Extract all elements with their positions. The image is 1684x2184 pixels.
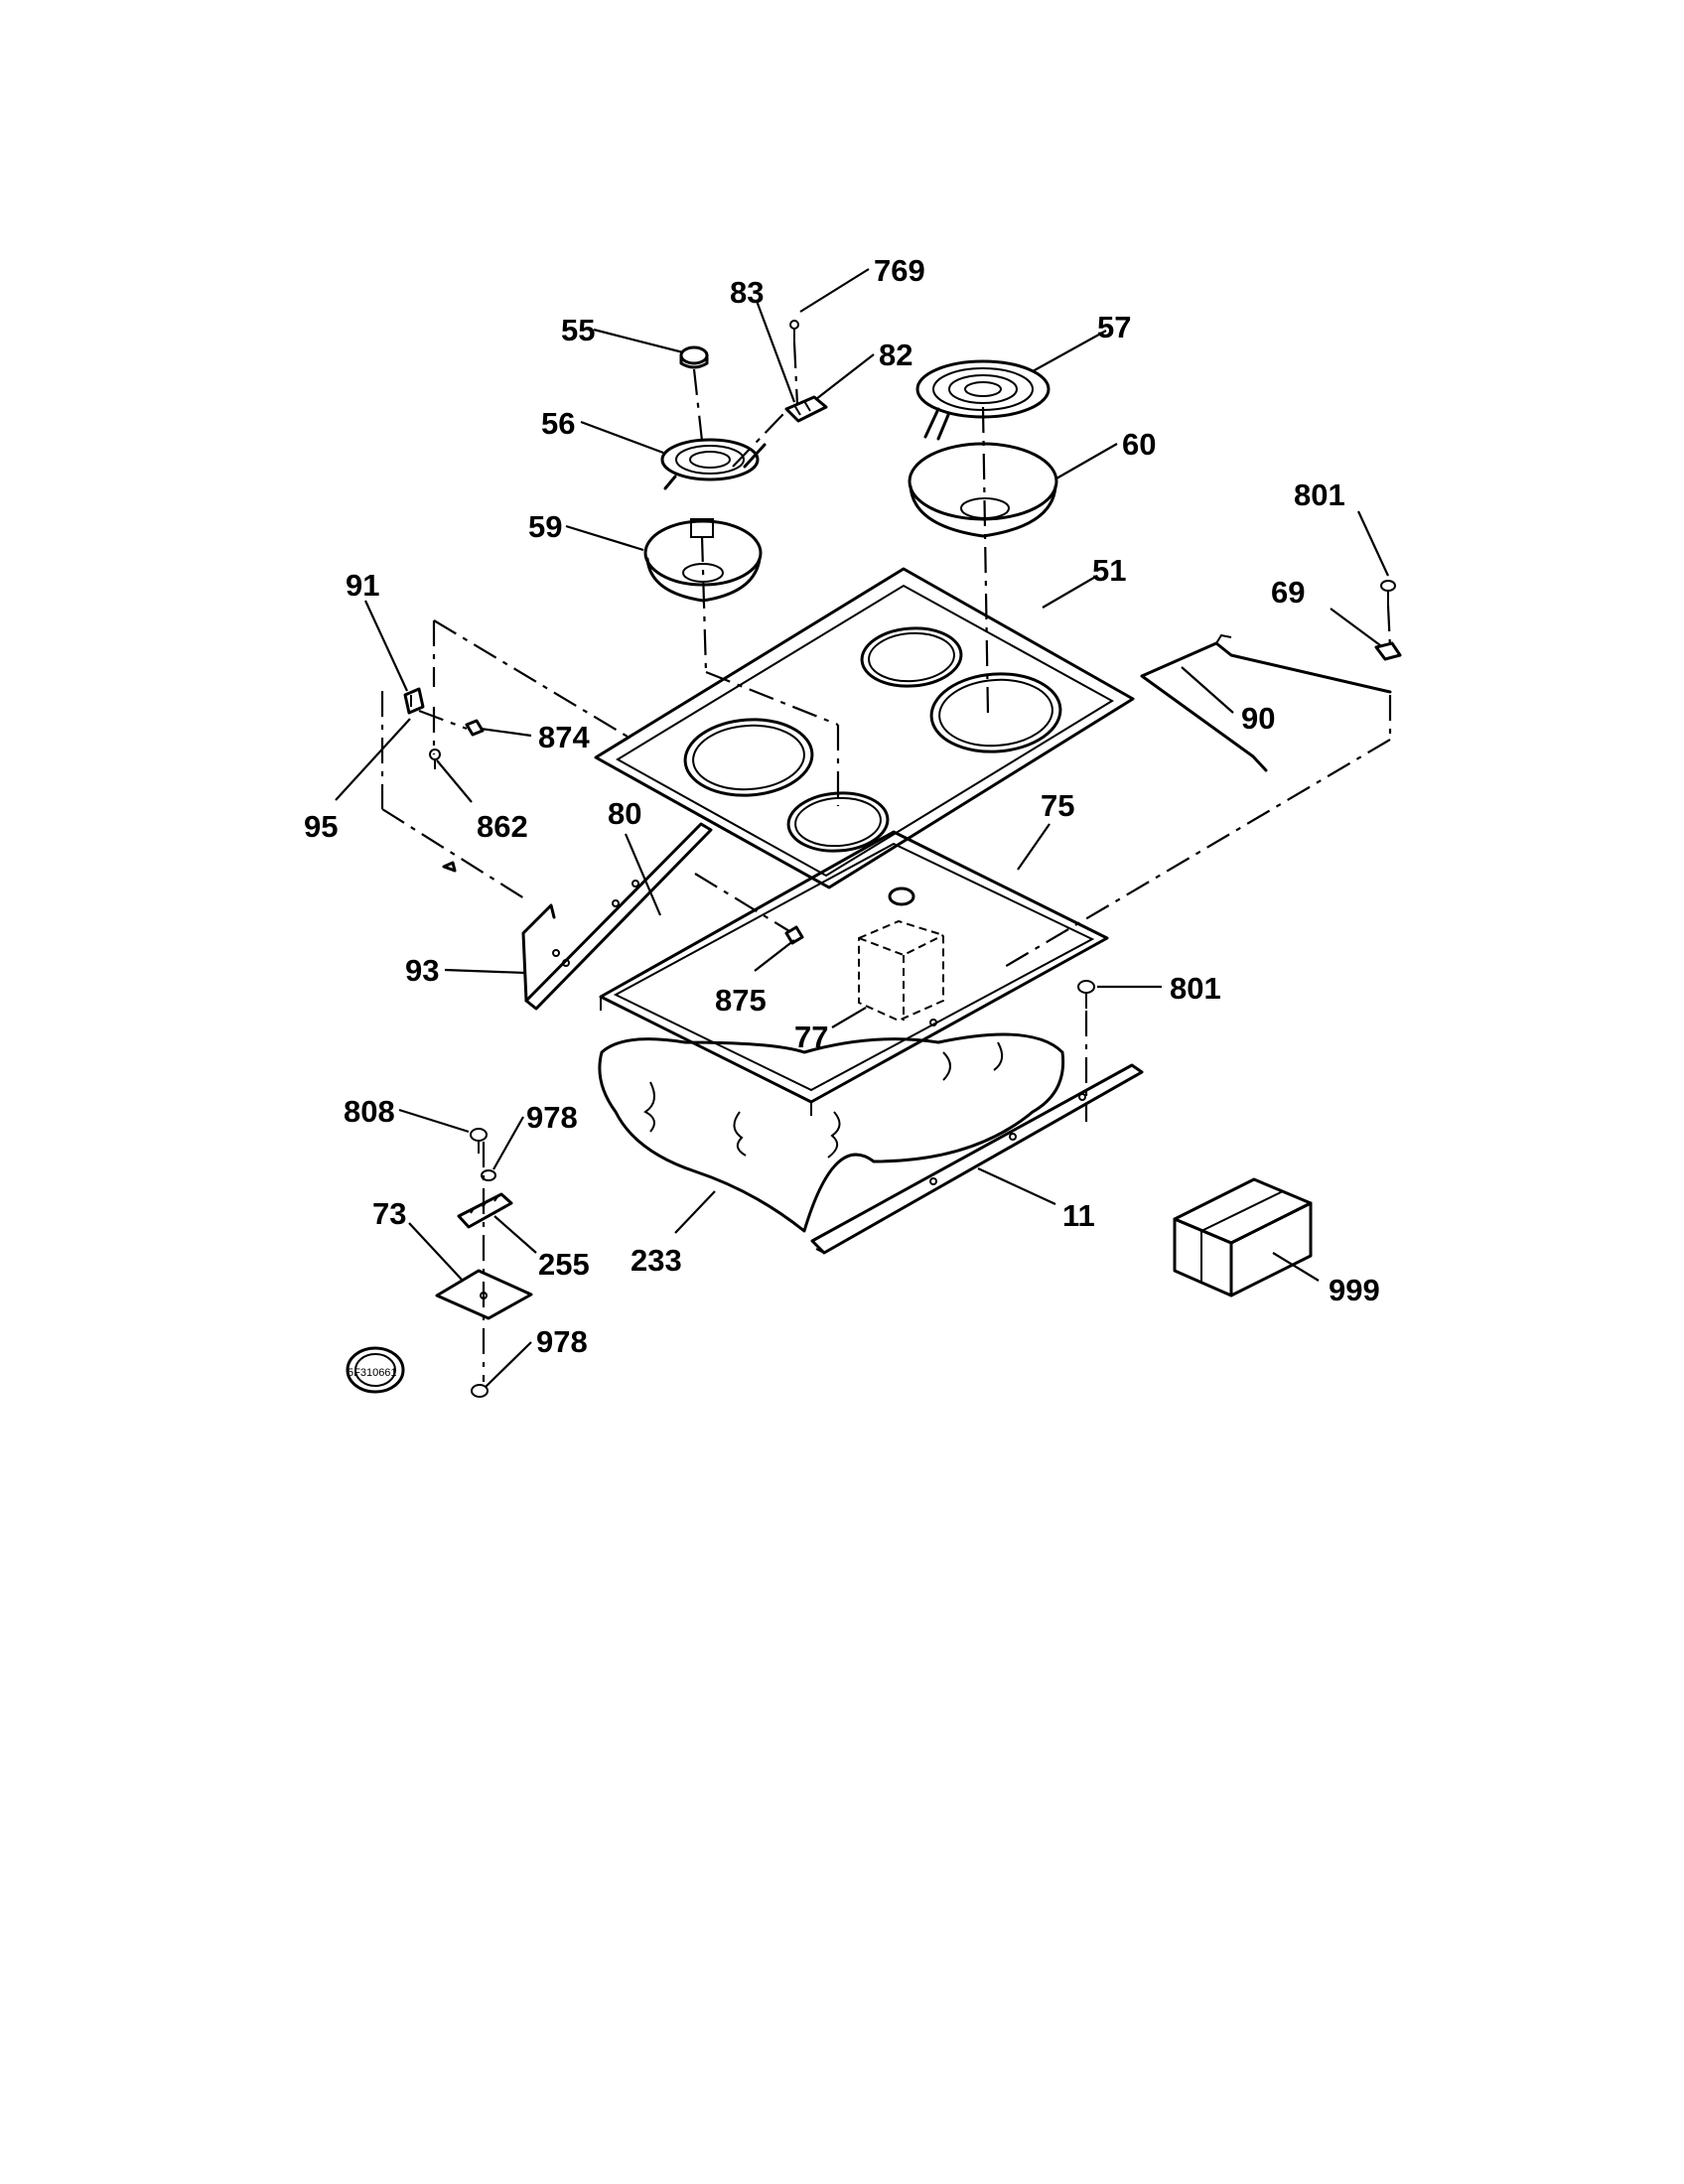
callout-978-top: 978 [526,1100,578,1135]
callout-999: 999 [1329,1273,1380,1307]
callout-60: 60 [1122,427,1156,462]
terminal-block-255 [457,1192,513,1229]
callout-82: 82 [879,338,912,372]
callout-69: 69 [1271,575,1305,610]
front-trim-11 [810,1063,1144,1255]
callout-233: 233 [631,1243,682,1278]
figure-stamp: 5F310661 [346,1346,405,1394]
washer-978-top [481,1169,496,1181]
callout-801-top: 801 [1294,478,1345,512]
callout-11: 11 [1062,1198,1095,1233]
screw-808 [470,1128,488,1154]
callout-75: 75 [1041,788,1074,823]
callout-95: 95 [304,809,338,844]
callout-862: 862 [477,809,528,844]
callout-56: 56 [541,406,575,441]
callout-769: 769 [874,253,925,288]
callout-73: 73 [372,1196,406,1231]
knob-55 [679,345,709,369]
small-surface-unit [660,438,767,490]
callout-80: 80 [608,796,641,831]
ring-77-top [888,887,915,906]
callout-57: 57 [1097,310,1131,344]
small-clip [442,861,457,873]
screw-875 [784,925,804,945]
side-rail-93 [521,822,713,1011]
callout-labels: 769 83 55 82 57 56 60 59 801 51 91 69 87… [304,253,1380,1359]
callout-51: 51 [1092,553,1126,588]
package-999 [1173,1177,1313,1297]
bracket-91 [403,687,425,715]
rod-90 [1140,633,1392,772]
assembly-lines [380,341,1392,1382]
screw-862 [429,749,441,769]
callout-874: 874 [538,720,590,754]
burner-box-75 [599,830,1109,1116]
cooktop-main-top [594,567,1135,889]
leader-lines [335,268,1389,1388]
callout-255: 255 [538,1247,590,1282]
callout-91: 91 [346,568,379,603]
callout-978-bottom: 978 [536,1324,588,1359]
nut-978-bottom [471,1384,489,1398]
callout-90: 90 [1241,701,1275,736]
junction-box-77 [858,919,944,1023]
screw-769 [789,320,799,342]
clip-69 [1374,641,1402,661]
callout-801-bottom: 801 [1170,971,1221,1006]
callout-875: 875 [715,983,767,1018]
figure-code: 5F310661 [348,1367,397,1379]
callout-83: 83 [730,275,764,310]
callout-93: 93 [405,953,439,988]
callout-59: 59 [528,509,562,544]
screw-874 [465,719,485,737]
rivet [929,1019,937,1026]
callout-55: 55 [561,313,595,347]
screw-801-top [1380,580,1396,606]
insulation-233 [598,1032,1065,1233]
screw-801-bottom [1077,980,1095,1009]
callout-77: 77 [794,1020,828,1054]
terminal-block-82 [784,395,828,423]
callout-808: 808 [344,1094,395,1129]
